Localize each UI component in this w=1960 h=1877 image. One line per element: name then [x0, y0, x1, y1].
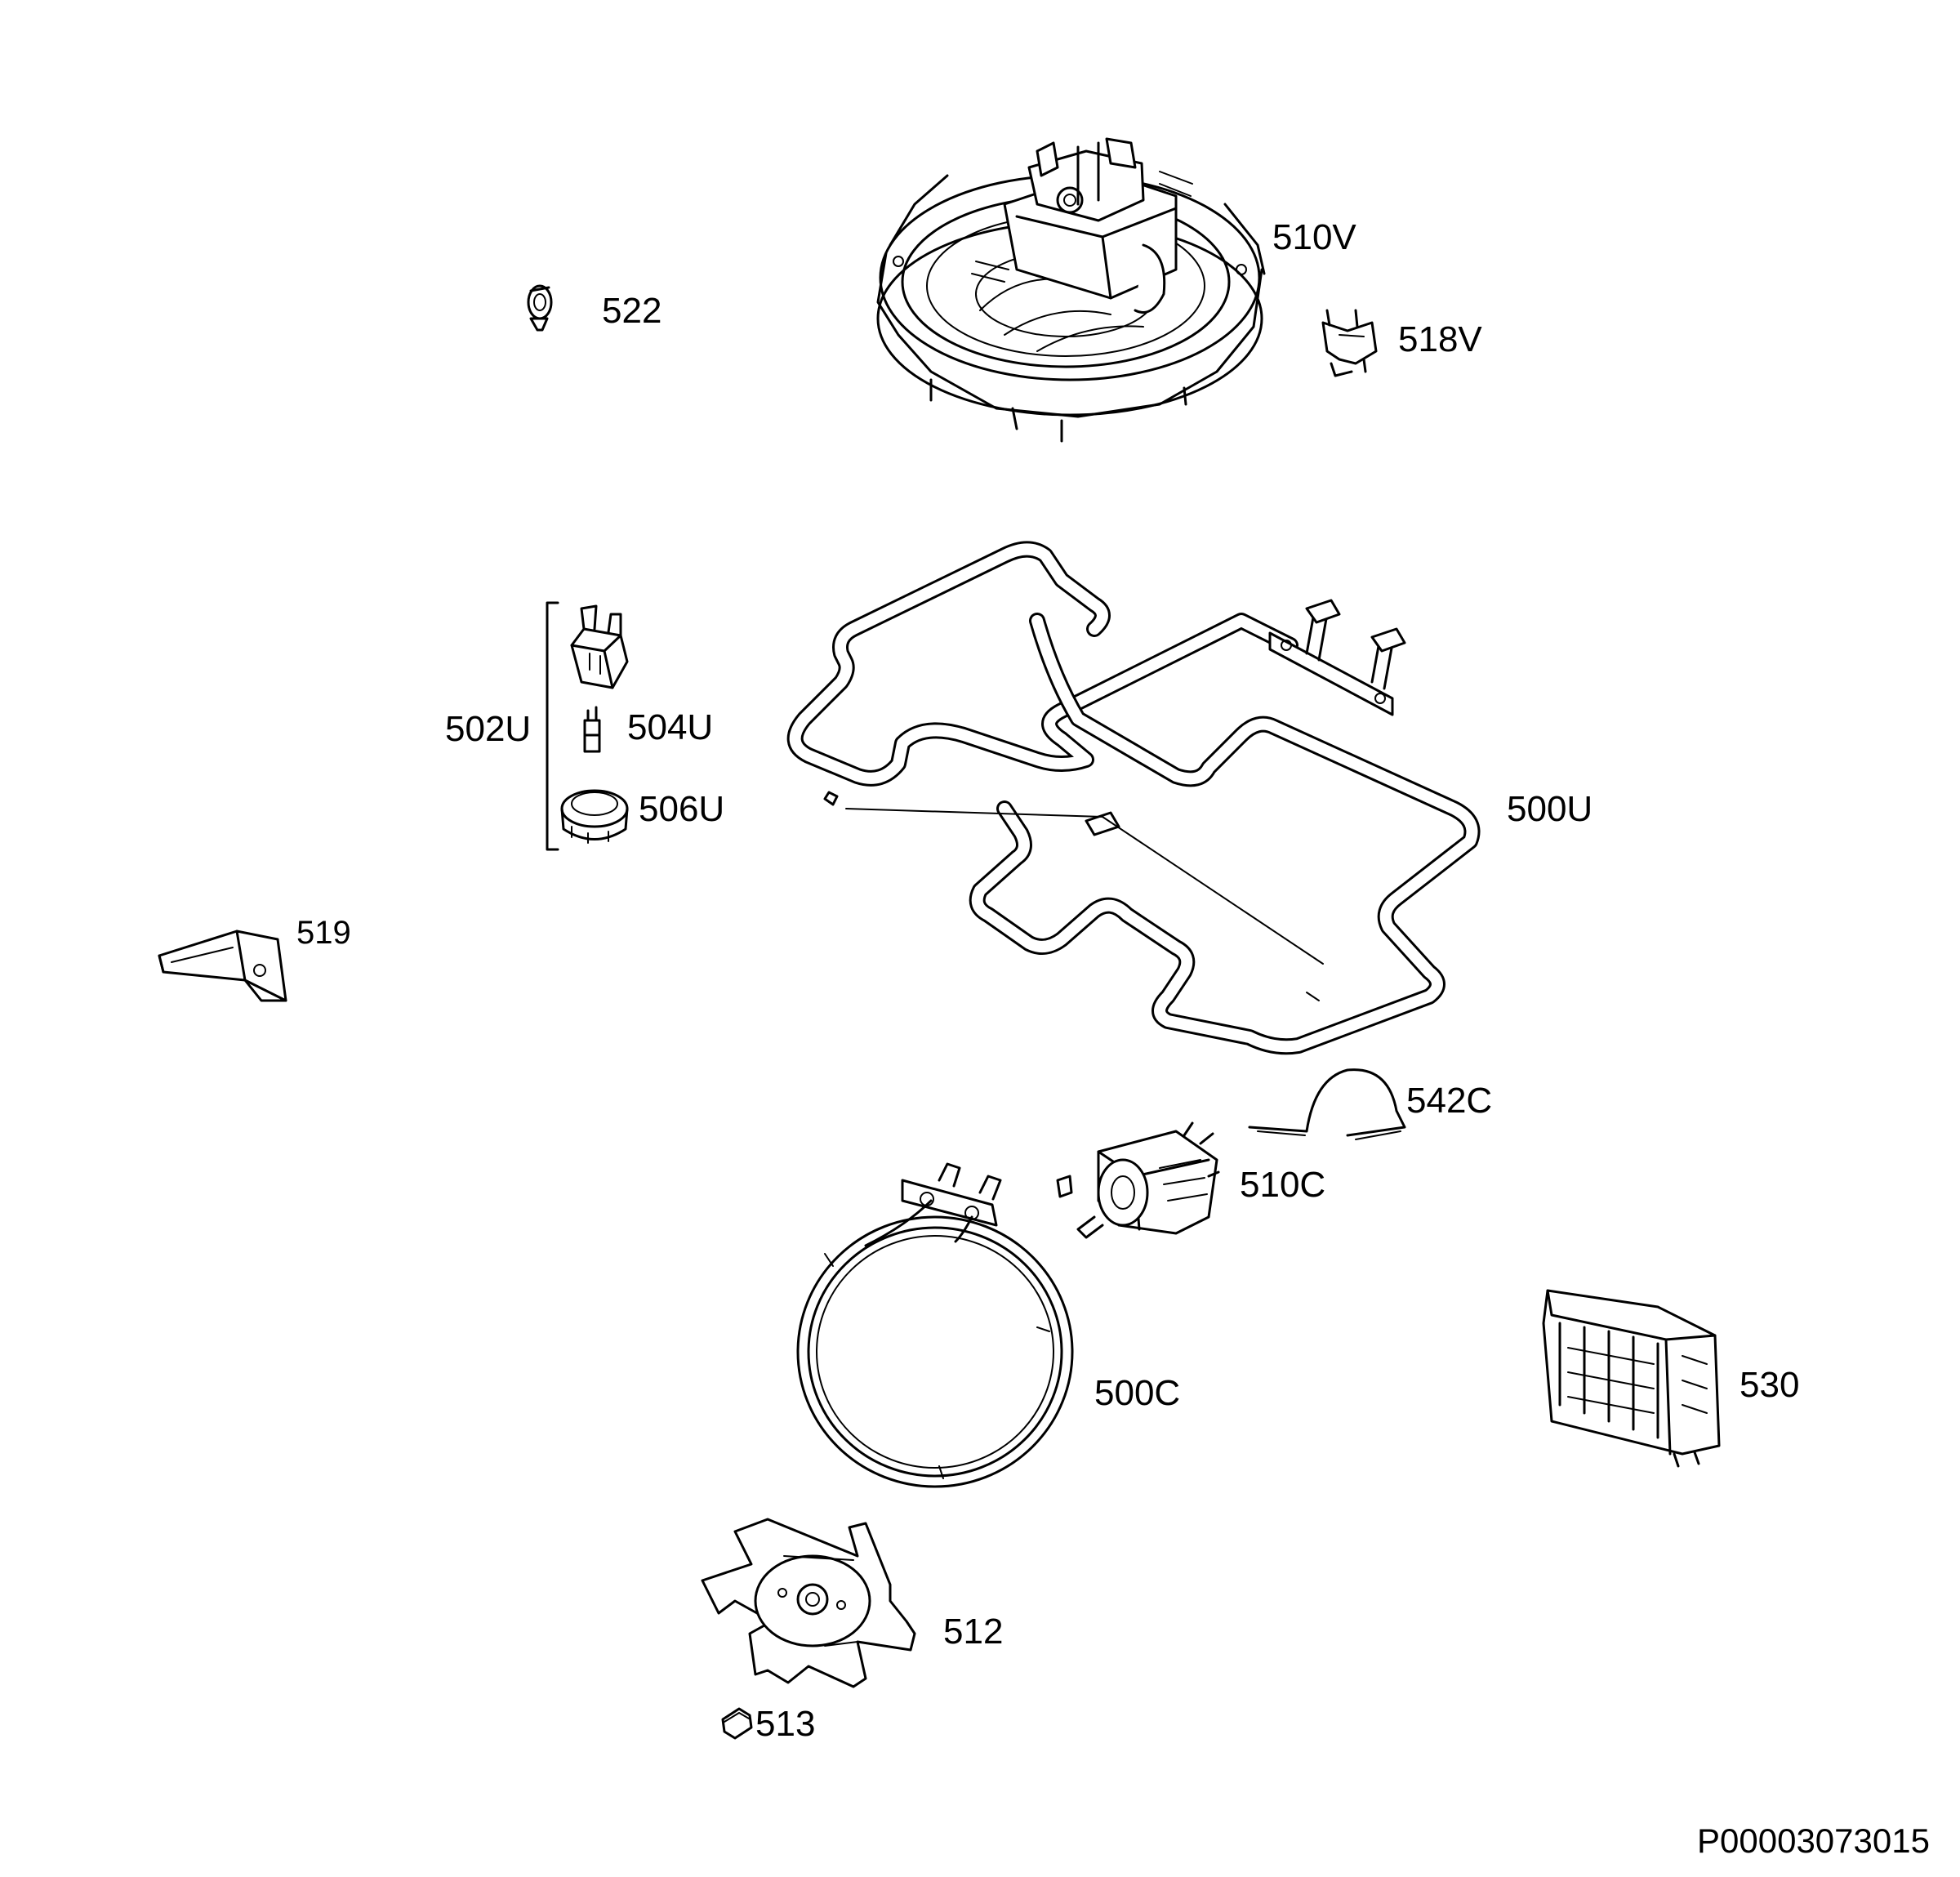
- label-513: 513: [755, 1704, 815, 1744]
- part-504U-lamp-bulb: [583, 706, 601, 753]
- label-530: 530: [1740, 1365, 1799, 1405]
- part-512-fan-blade: [701, 1518, 916, 1688]
- label-522: 522: [602, 291, 662, 331]
- label-518V: 518V: [1398, 319, 1482, 359]
- part-500C-ring-element: [796, 1162, 1074, 1488]
- part-518V-bracket: [1321, 309, 1378, 377]
- part-500U-grill-element: [786, 541, 1481, 1055]
- part-519-bracket: [158, 930, 287, 1002]
- label-512: 512: [943, 1612, 1003, 1652]
- part-502U-lamp-holder: [570, 604, 629, 689]
- part-510C-fan-motor: [1056, 1121, 1220, 1239]
- part-522-clip: [527, 284, 553, 332]
- part-530-terminal-block: [1542, 1289, 1721, 1468]
- label-510V: 510V: [1272, 217, 1356, 257]
- part-506U-lamp-cover: [560, 789, 629, 844]
- label-500U: 500U: [1507, 789, 1592, 829]
- label-542C: 542C: [1406, 1081, 1492, 1121]
- part-510V-fan-motor-housing: [876, 137, 1266, 443]
- part-542C-wire-clip: [1248, 1068, 1406, 1140]
- document-code: P00003073015: [1697, 1821, 1930, 1860]
- label-519: 519: [296, 915, 351, 951]
- part-502U-lamp-assembly-bracket: [546, 601, 559, 851]
- label-510C: 510C: [1240, 1165, 1325, 1205]
- label-504U: 504U: [627, 707, 713, 747]
- label-502U: 502U: [445, 709, 531, 749]
- label-500C: 500C: [1094, 1373, 1180, 1413]
- label-506U: 506U: [639, 789, 724, 829]
- part-513-nut: [721, 1707, 753, 1740]
